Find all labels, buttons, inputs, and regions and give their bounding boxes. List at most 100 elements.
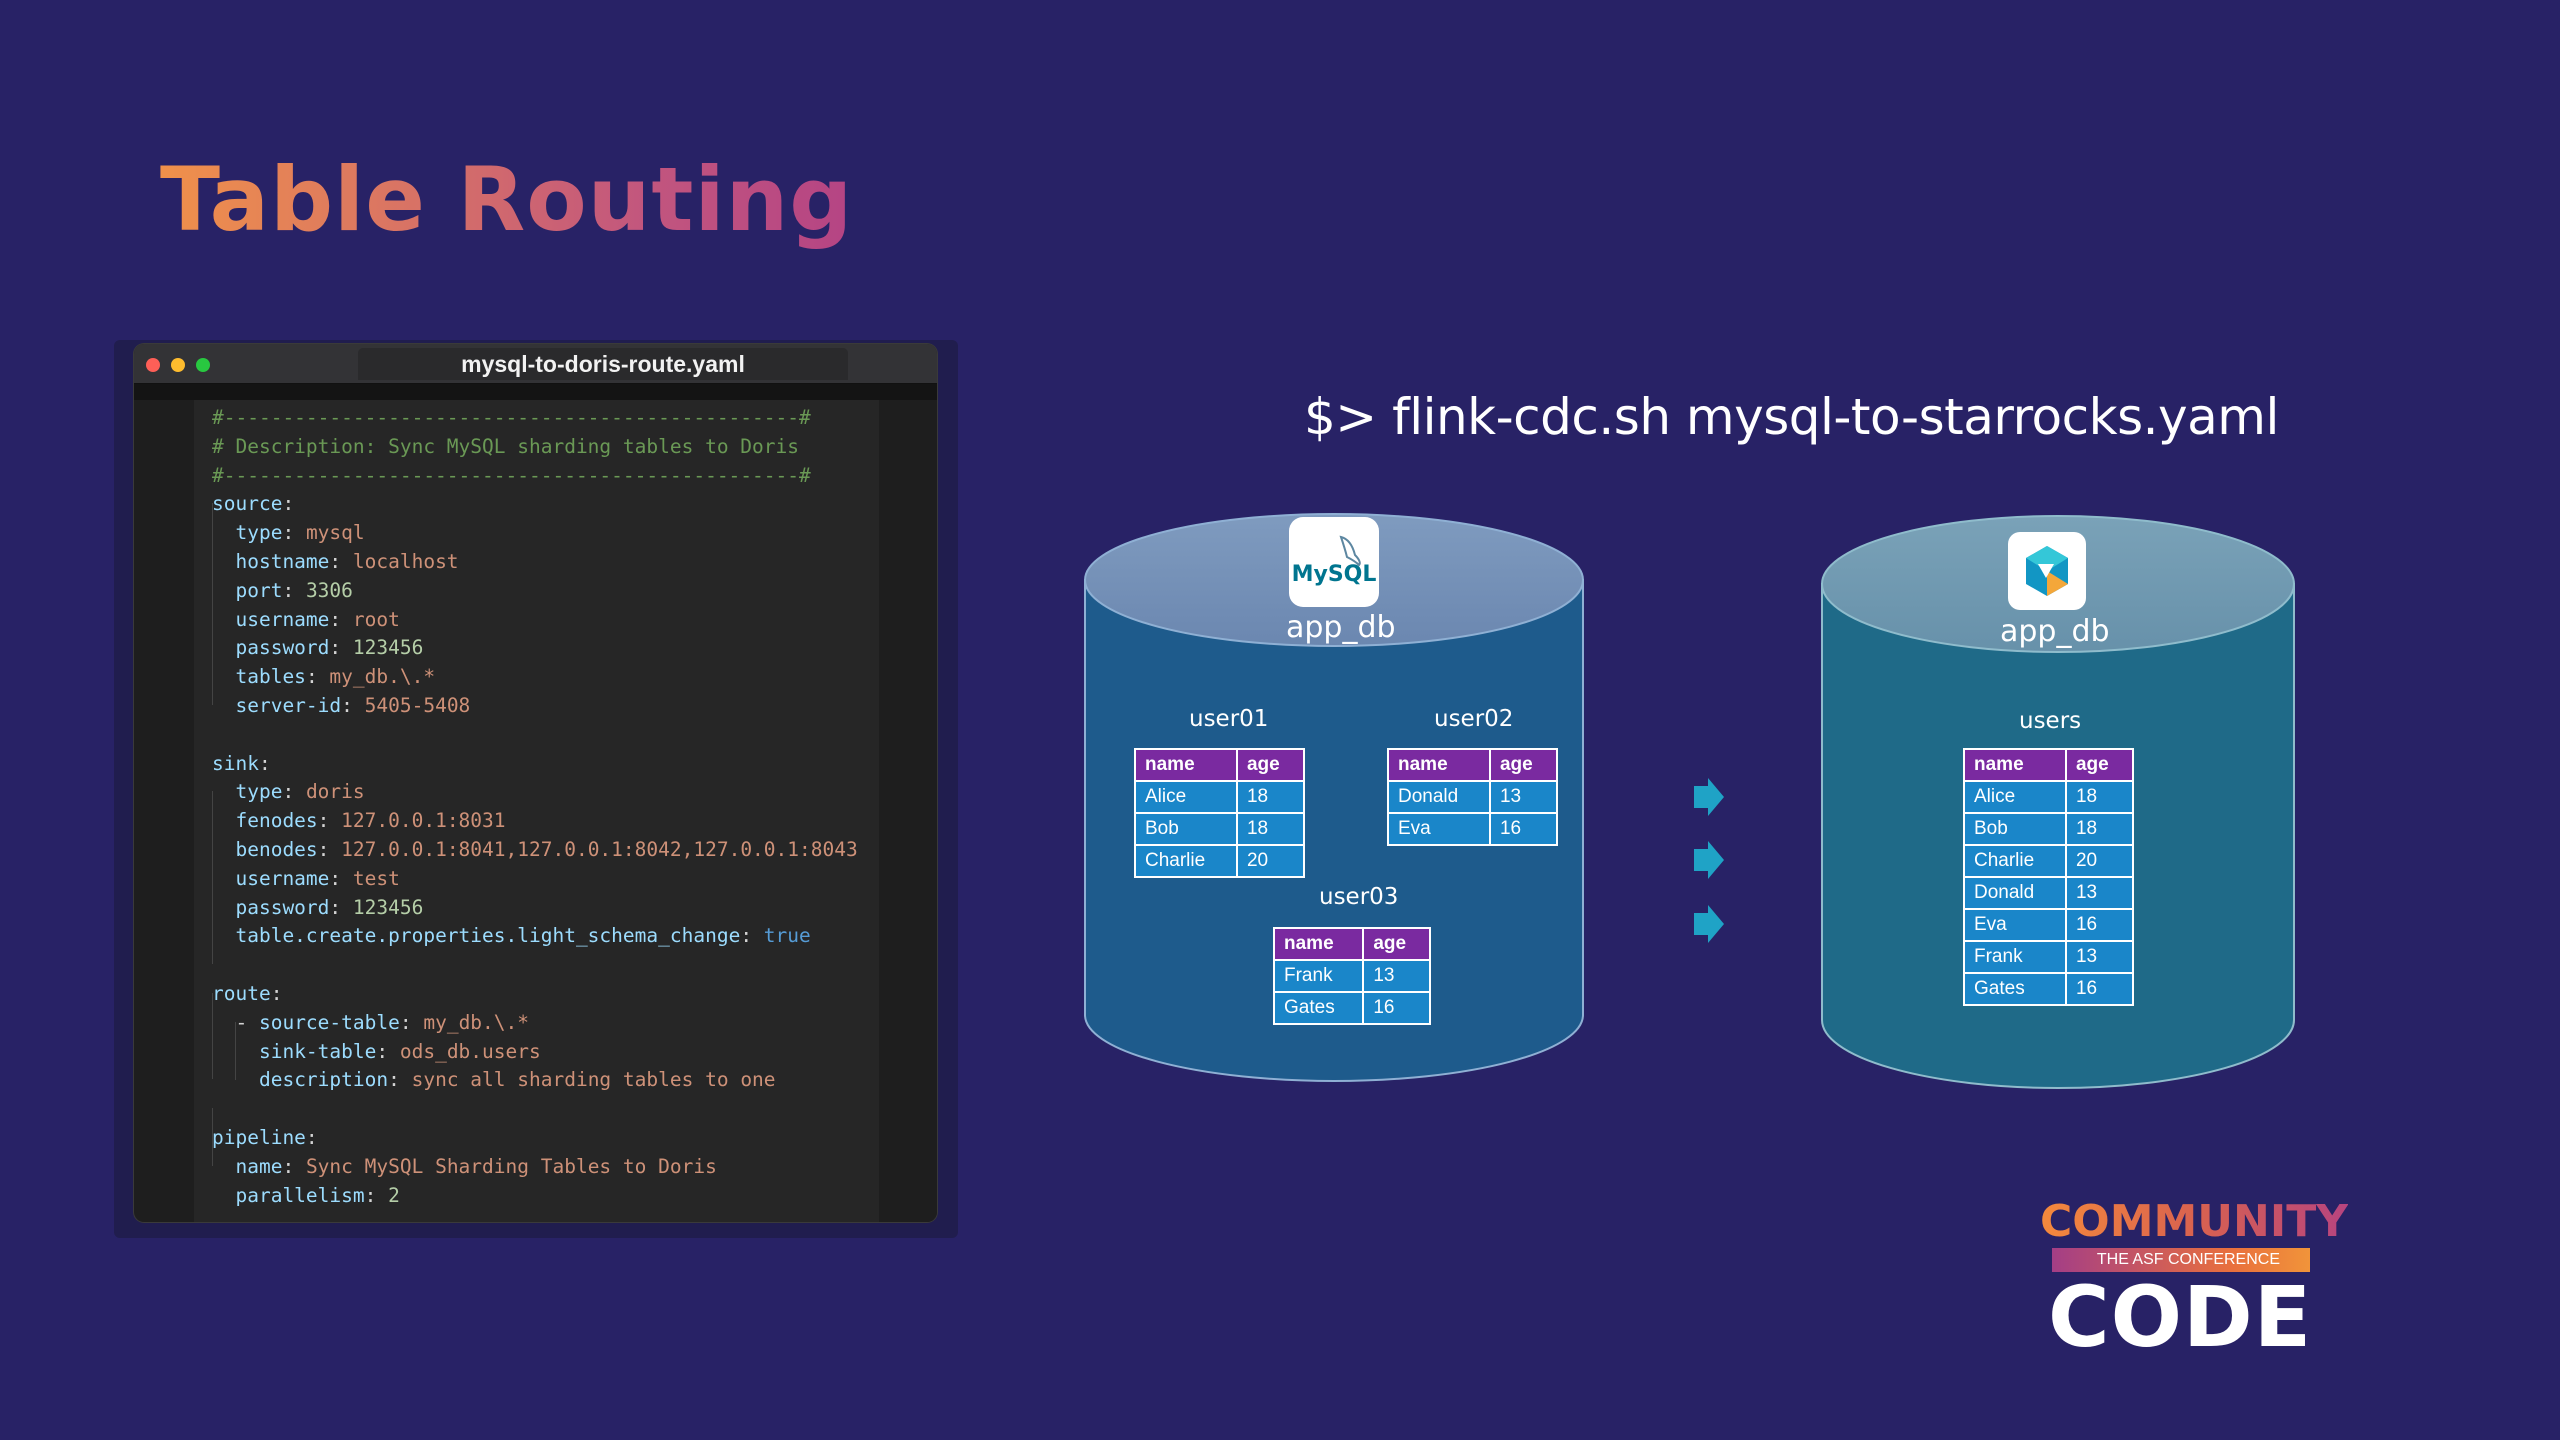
column-header: name xyxy=(1963,748,2067,782)
code-line: #---------------------------------------… xyxy=(212,463,811,487)
table-cell: Donald xyxy=(1963,876,2067,910)
table-cell: Donald xyxy=(1387,780,1491,814)
table-name-user02: user02 xyxy=(1434,706,1514,732)
mysql-logo: MySQL xyxy=(1289,517,1379,607)
code-line: tables: my_db.\.* xyxy=(235,665,436,689)
terminal-window: mysql-to-doris-route.yaml #-------------… xyxy=(134,344,937,1222)
table-cell: 20 xyxy=(1235,844,1306,878)
code-line: sink-table: ods_db.users xyxy=(258,1039,541,1063)
indent-guide xyxy=(212,993,213,1079)
table-name-users: users xyxy=(2019,708,2082,734)
terminal-tab-title[interactable]: mysql-to-doris-route.yaml xyxy=(358,348,848,380)
source-db-name: app_db xyxy=(1286,610,1396,645)
column-header: age xyxy=(1488,748,1559,782)
arrow-icon xyxy=(1694,905,1724,943)
column-header: age xyxy=(1362,927,1431,961)
table-cell: Gates xyxy=(1272,991,1365,1025)
code-line: sink: xyxy=(212,751,271,775)
table-cell: 13 xyxy=(1362,959,1431,993)
code-line: type: doris xyxy=(235,780,365,804)
column-header: age xyxy=(2064,748,2135,782)
brand-community: COMMUNITY xyxy=(2040,1196,2349,1247)
table-cell: Alice xyxy=(1134,780,1238,814)
table-cell: 18 xyxy=(1235,812,1306,846)
table-cell: Frank xyxy=(1963,940,2067,974)
code-line: # Description: Sync MySQL sharding table… xyxy=(212,434,799,458)
table-cell: 18 xyxy=(2064,780,2135,814)
yaml-code-editor[interactable]: #---------------------------------------… xyxy=(212,404,858,1210)
table-cell: 16 xyxy=(1488,812,1559,846)
code-line: benodes: 127.0.0.1:8041,127.0.0.1:8042,1… xyxy=(235,837,858,861)
table-cell: Charlie xyxy=(1963,844,2067,878)
code-line: route: xyxy=(212,981,283,1005)
code-line: parallelism: 2 xyxy=(235,1183,400,1207)
table-cell: 16 xyxy=(2064,972,2135,1006)
table-cell: Frank xyxy=(1272,959,1365,993)
code-line: name: Sync MySQL Sharding Tables to Dori… xyxy=(235,1154,717,1178)
column-header: name xyxy=(1134,748,1238,782)
terminal-titlebar: mysql-to-doris-route.yaml xyxy=(134,344,937,384)
maximize-window-icon[interactable] xyxy=(196,358,210,372)
column-header: name xyxy=(1272,927,1365,961)
table-cell: Eva xyxy=(1387,812,1491,846)
code-line: username: test xyxy=(235,866,400,890)
column-header: age xyxy=(1235,748,1306,782)
arrow-icon xyxy=(1694,778,1724,816)
table-cell: Eva xyxy=(1963,908,2067,942)
table-cell: 16 xyxy=(2064,908,2135,942)
code-line: fenodes: 127.0.0.1:8031 xyxy=(235,809,506,833)
brand-code: CODE xyxy=(2048,1268,2313,1366)
table-cell: Bob xyxy=(1963,812,2067,846)
table-cell: 18 xyxy=(1235,780,1306,814)
table-cell: 16 xyxy=(1362,991,1431,1025)
code-line: password: 123456 xyxy=(235,636,424,660)
code-line: type: mysql xyxy=(235,521,365,545)
code-line: source: xyxy=(212,492,295,516)
svg-text:MySQL: MySQL xyxy=(1292,562,1377,587)
table-name-user01: user01 xyxy=(1189,706,1269,732)
code-line: server-id: 5405-5408 xyxy=(235,693,471,717)
command-line: $> flink-cdc.sh mysql-to-starrocks.yaml xyxy=(1304,388,2279,446)
slide-title: Table Routing xyxy=(160,148,854,251)
code-line: port: 3306 xyxy=(235,578,353,602)
code-line: password: 123456 xyxy=(235,895,424,919)
indent-guide xyxy=(212,1108,213,1166)
table-cell: Charlie xyxy=(1134,844,1238,878)
code-line: hostname: localhost xyxy=(235,549,459,573)
table-cell: 13 xyxy=(1488,780,1559,814)
indent-guide xyxy=(235,1022,236,1080)
arrow-icon xyxy=(1694,841,1724,879)
table-cell: 13 xyxy=(2064,876,2135,910)
close-window-icon[interactable] xyxy=(146,358,160,372)
indent-guide xyxy=(212,791,213,964)
table-cell: Alice xyxy=(1963,780,2067,814)
table-cell: Bob xyxy=(1134,812,1238,846)
code-line: description: sync all sharding tables to… xyxy=(258,1068,776,1092)
column-header: name xyxy=(1387,748,1491,782)
table-cell: 13 xyxy=(2064,940,2135,974)
code-line: pipeline: xyxy=(212,1125,318,1149)
table-cell: 18 xyxy=(2064,812,2135,846)
code-line: table.create.properties.light_schema_cha… xyxy=(235,924,811,948)
sink-db-name: app_db xyxy=(2000,614,2110,649)
indent-guide xyxy=(212,503,213,705)
minimize-window-icon[interactable] xyxy=(171,358,185,372)
